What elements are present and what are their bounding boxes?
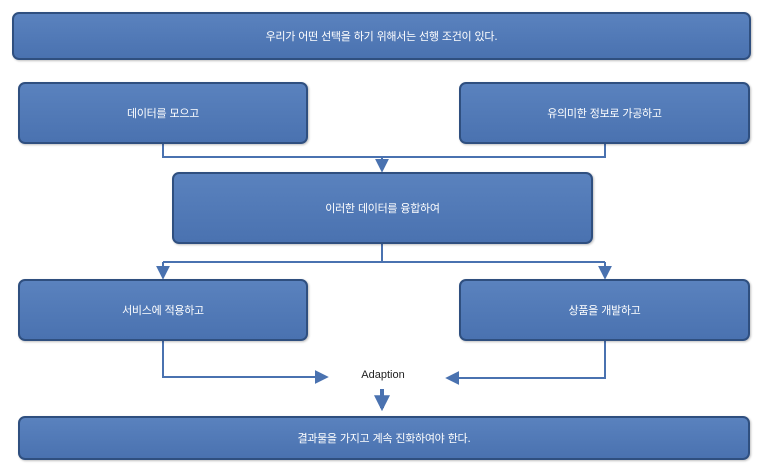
apply-service-box: 서비스에 적용하고 — [18, 279, 308, 341]
arrow-apply-to-adaption — [162, 341, 329, 384]
fuse-data-box: 이러한 데이터를 융합하여 — [172, 172, 593, 244]
premise-text: 우리가 어떤 선택을 하기 위해서는 선행 조건이 있다. — [265, 30, 498, 43]
develop-product-text: 상품을 개발하고 — [568, 304, 641, 317]
connector-fuse-split — [163, 244, 605, 263]
premise-box: 우리가 어떤 선택을 하기 위해서는 선행 조건이 있다. — [12, 12, 751, 60]
collect-data-text: 데이터를 모으고 — [127, 107, 199, 120]
process-info-box: 유의미한 정보로 가공하고 — [459, 82, 750, 144]
connector-process-to-fuse — [382, 144, 606, 158]
arrow-develop-to-adaption — [445, 341, 606, 385]
develop-product-box: 상품을 개발하고 — [459, 279, 750, 341]
adaption-label: Adaption — [361, 369, 405, 381]
apply-service-text: 서비스에 적용하고 — [122, 304, 204, 317]
fuse-data-text: 이러한 데이터를 융합하여 — [325, 202, 440, 215]
collect-data-box: 데이터를 모으고 — [18, 82, 308, 144]
evolve-text: 결과물을 가지고 계속 진화하여야 한다. — [297, 432, 471, 445]
connector-collect-to-fuse — [162, 144, 382, 158]
process-info-text: 유의미한 정보로 가공하고 — [547, 107, 662, 120]
evolve-box: 결과물을 가지고 계속 진화하여야 한다. — [18, 416, 750, 460]
